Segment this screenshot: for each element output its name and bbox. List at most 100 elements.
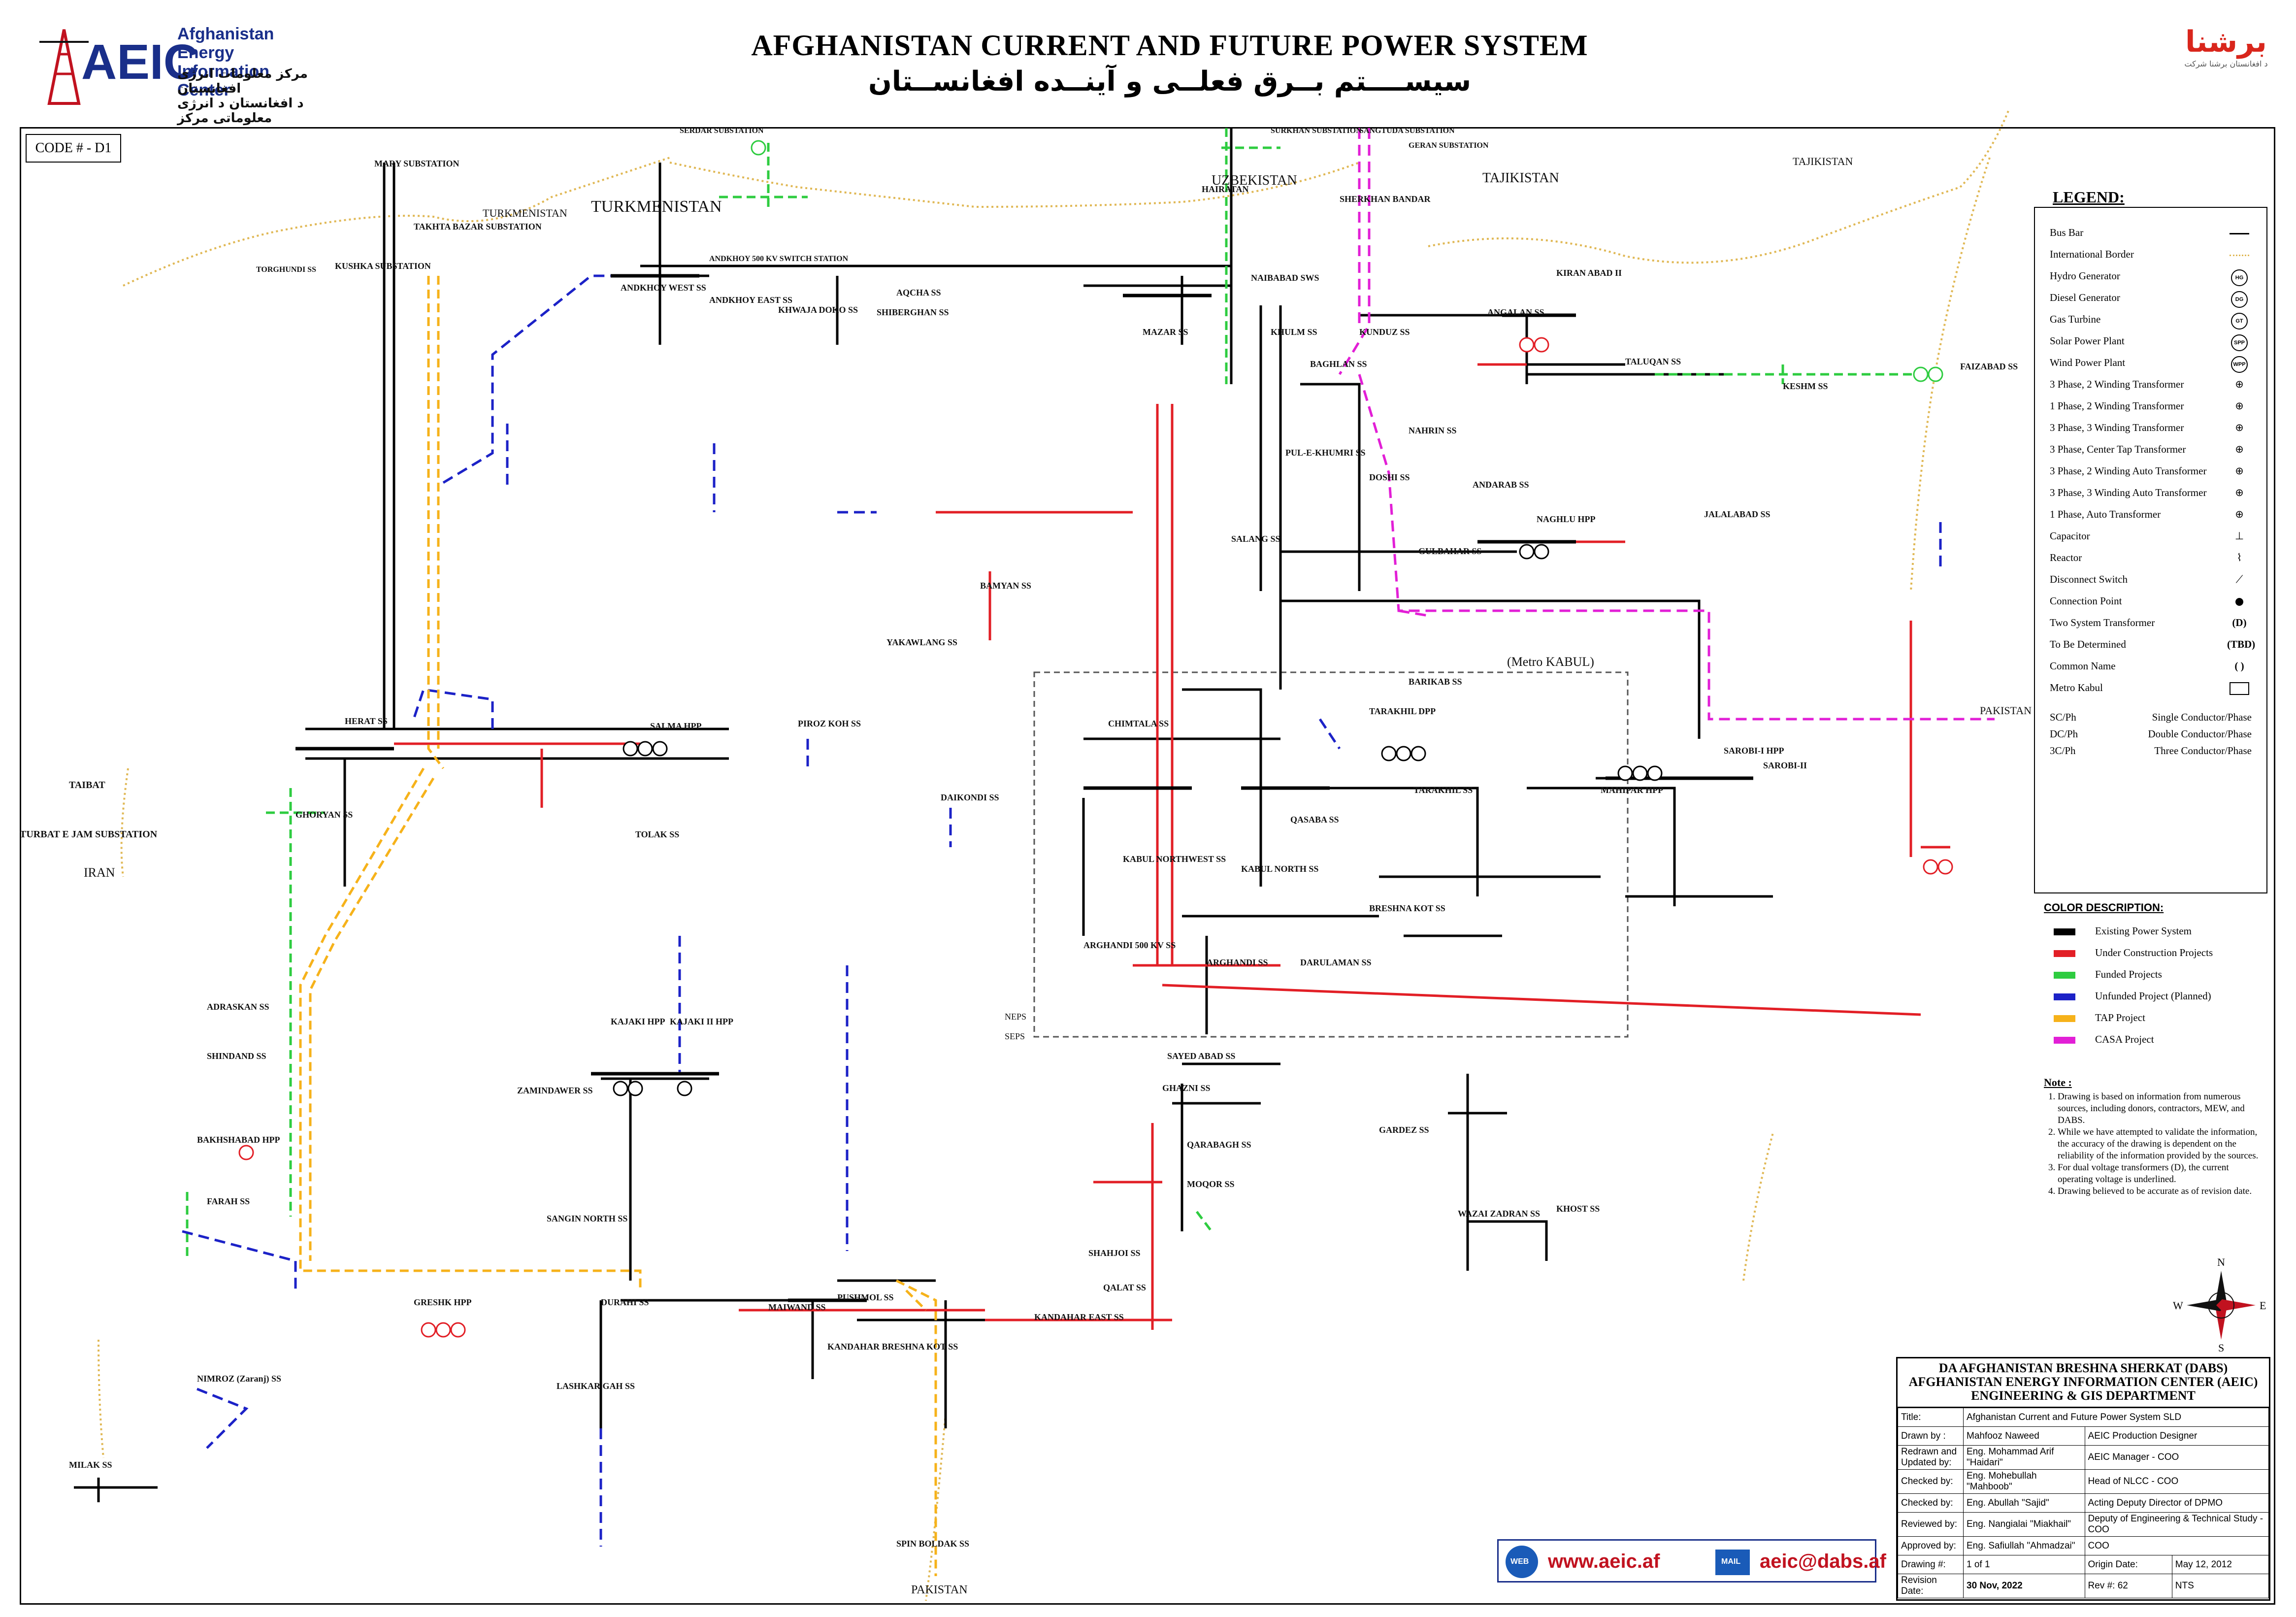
solar-plant-icon: SPP [2227,331,2252,351]
planned-generator-symbols [238,337,1953,1338]
map-label-station: SHINDAND SS [207,1051,266,1061]
legend-item-label: Connection Point [2050,595,2122,607]
legend-item: Solar Power Plant SPP [2050,331,2252,351]
map-label-system: NEPS [1005,1012,1026,1022]
map-label-station: QALAT SS [1103,1283,1146,1292]
legend-item-label: Solar Power Plant [2050,335,2125,347]
map-label-station: NAIBABAD SWS [1251,273,1319,283]
compass-south: S [2218,1342,2225,1354]
map-label-station: KAJAKI II HPP [670,1017,733,1026]
color-swatch [2054,928,2075,936]
transformer-3ph-3w-icon: ⊕ [2235,422,2244,433]
map-label-station: NIMROZ (Zaranj) SS [197,1374,281,1384]
compass-west: W [2173,1299,2183,1312]
tb-row-name: Eng. Abullah "Sajid" [1963,1493,2085,1513]
bus-bar-icon [2227,223,2252,242]
map-label-station: BAMYAN SS [980,581,1031,591]
map-label-region: (Metro KABUL) [1507,655,1594,669]
map-label-station: SANGIN NORTH SS [547,1214,627,1223]
breshna-logo-subtitle: د افغانستان برشنا شرکت [2184,59,2268,68]
map-label-station: GHAZNI SS [1162,1083,1211,1093]
legend-item-label: Metro Kabul [2050,682,2103,693]
color-legend-label: TAP Project [2095,1012,2145,1023]
diesel-generator-icon: DG [2227,288,2252,308]
tb-row-role: Acting Deputy Director of DPMO [2084,1493,2269,1513]
title-block-row: Checked by:Eng. Abullah "Sajid"Acting De… [1898,1493,2269,1513]
map-label-station: SAYED ABAD SS [1167,1051,1235,1061]
map-label-station: FARAH SS [207,1196,250,1206]
page-title: AFGHANISTAN CURRENT AND FUTURE POWER SYS… [689,29,1650,98]
map-label-country: UZBEKISTAN [1212,173,1297,188]
map-label-station: DURAHI SS [601,1297,649,1307]
map-label-station: AQCHA SS [896,288,941,297]
tb-row-role: AEIC Production Designer [2084,1426,2269,1446]
legend-item: Common Name( ) [2050,656,2252,676]
map-label-station: KUNDUZ SS [1359,327,1410,337]
title-block-row: Redrawn and Updated by:Eng. Mohammad Ari… [1898,1445,2269,1470]
color-legend-item: Existing Power System [2054,924,2192,938]
legend-item: To Be Determined(TBD) [2050,634,2255,654]
map-label-station: TAIBAT [69,780,105,791]
legend-item: 3 Phase, 3 Winding Transformer ⊕ [2050,418,2252,437]
color-legend-item: Under Construction Projects [2054,945,2213,960]
legend-item-label: Reactor [2050,552,2082,563]
website-link[interactable]: www.aeic.af [1548,1551,1660,1572]
legend-item-label: 3 Phase, Center Tap Transformer [2050,443,2186,455]
unfunded-lines [182,274,1942,1547]
color-legend-label: CASA Project [2095,1033,2154,1045]
gas-turbine-icon: GT [2227,309,2252,330]
map-label-country: TURKMENISTAN [483,207,567,219]
map-label-country: IRAN [84,865,115,880]
legend-item: International Border [2050,244,2252,264]
legend-item: Diesel Generator DG [2050,288,2252,308]
map-label-station: TARAKHIL SS [1413,785,1473,795]
color-legend-label: Existing Power System [2095,925,2192,937]
map-label-station: TORGHUNDI SS [256,265,316,274]
title-block: DA AFGHANISTAN BRESHNA SHERKAT (DABS) AF… [1896,1357,2270,1601]
phase-abbr: DC/Ph [2050,728,2078,740]
map-label-station: HAIRATAN [1202,184,1248,194]
title-block-row: Reviewed by:Eng. Nangialai "Miakhail"Dep… [1898,1512,2269,1537]
funded-plant-symbols [751,140,1943,382]
generator-symbols [613,544,1663,1096]
map-label-station: WAZAI ZADRAN SS [1458,1209,1540,1219]
notes-panel: Note : Drawing is based on information f… [2044,1076,2261,1197]
map-label-station: GHORYAN SS [295,810,353,820]
tb-row-name: Eng. Nangialai "Miakhail" [1963,1512,2085,1537]
legend-item-label: 3 Phase, 3 Winding Transformer [2050,422,2184,433]
globe-icon: WEB [1506,1546,1538,1578]
map-label-station: QARABAGH SS [1187,1140,1251,1150]
map-label-station: SAROBI-I HPP [1724,746,1784,756]
tb-row-label: Checked by: [1898,1469,1964,1494]
map-label-station: GRESHK HPP [414,1297,472,1307]
metro-kabul-boundary [1033,671,1629,1038]
international-border-lines [98,108,2010,1601]
map-label-station: JALALABAD SS [1704,509,1771,519]
map-label-country: PAKISTAN [1980,704,2032,717]
color-swatch [2054,1015,2075,1023]
map-label-station: MAIWAND SS [768,1302,826,1312]
svg-text:AEIC: AEIC [81,34,197,90]
map-label-station: PIROZ KOH SS [798,719,861,728]
legend-item-label: Bus Bar [2050,227,2084,238]
under-construction-lines [394,363,1950,1330]
legend-item: 3 Phase, 3 Winding Auto Transformer⊕ [2050,483,2252,502]
tb-drawing-label: Drawing #: [1898,1555,1964,1574]
email-link[interactable]: aeic@dabs.af [1760,1551,1886,1572]
title-block-header: DA AFGHANISTAN BRESHNA SHERKAT (DABS) AF… [1898,1358,2269,1408]
map-label-country: TAJIKISTAN [1793,155,1853,167]
compass-icon [2187,1271,2256,1340]
map-label-country: TAJIKISTAN [1482,170,1559,186]
tb-row-name: Eng. Safiullah "Ahmadzai" [1963,1536,2085,1555]
map-label-station: SHAHJOI SS [1088,1248,1141,1258]
map-label-station: SALMA HPP [650,721,702,731]
tb-title-value: Afghanistan Current and Future Power Sys… [1963,1408,2269,1427]
legend-item-label: Common Name [2050,660,2116,672]
color-swatch [2054,1037,2075,1044]
legend-item-label: Diesel Generator [2050,292,2120,303]
compass-east: E [2260,1299,2266,1312]
tb-title-label: Title: [1898,1408,1964,1427]
